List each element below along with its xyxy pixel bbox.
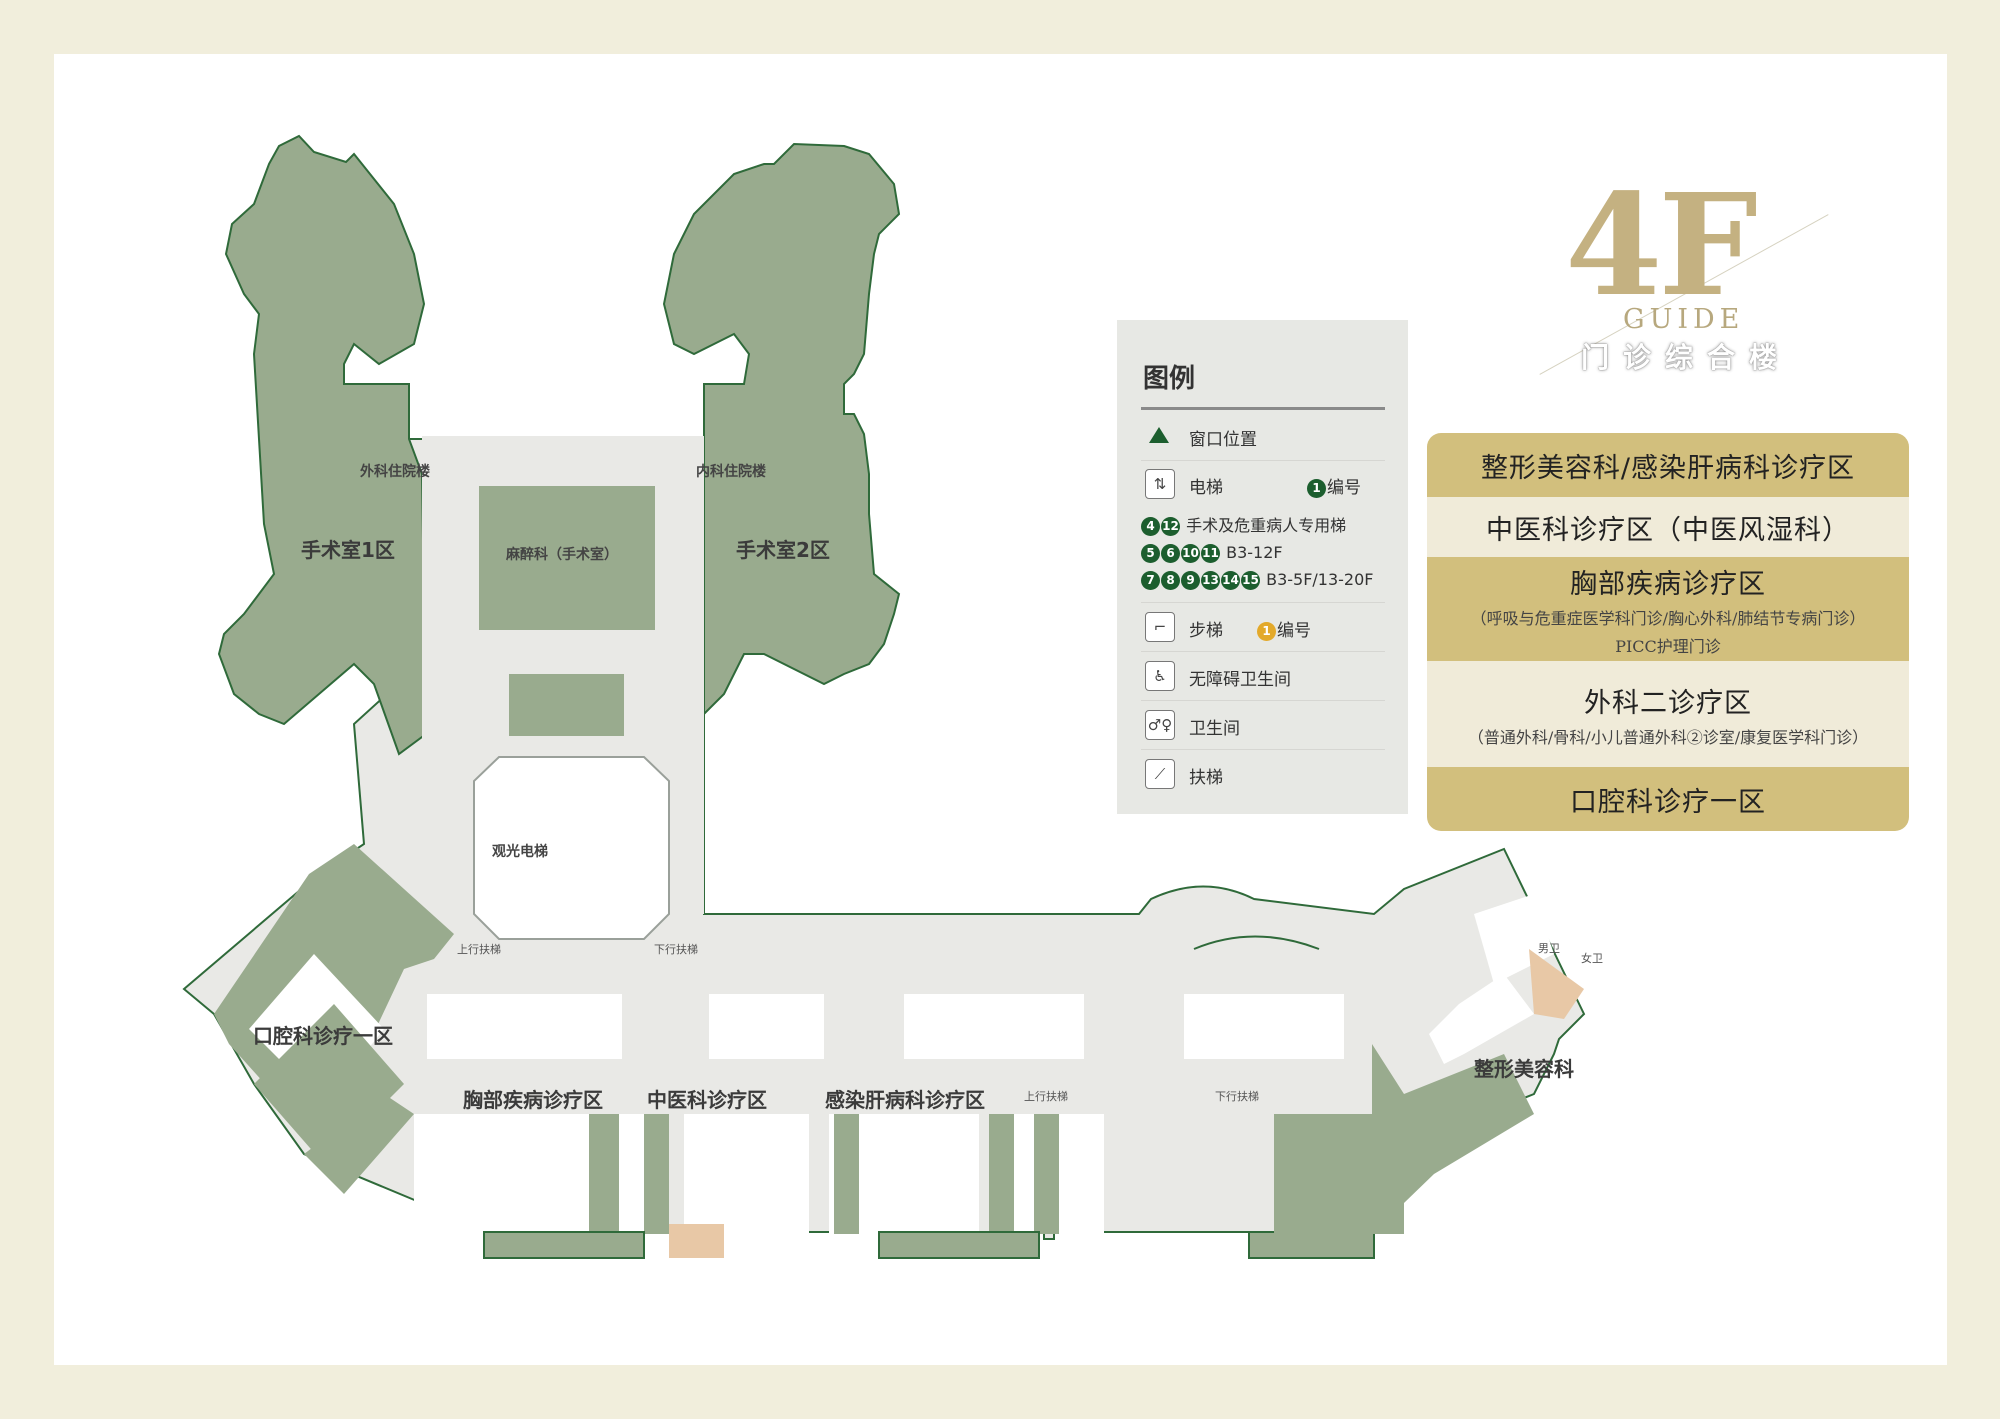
anesthesia-zone bbox=[479, 486, 655, 630]
sightseeing-elevator-label: 观光电梯 bbox=[492, 844, 548, 860]
room-d bbox=[1184, 994, 1344, 1059]
floor-plan bbox=[182, 134, 1586, 1259]
legend-rule bbox=[1141, 407, 1385, 410]
green-strip-4 bbox=[989, 1114, 1014, 1234]
plastic-zone bbox=[1372, 1044, 1534, 1234]
medical-ward-label: 内科住院楼 bbox=[696, 464, 766, 480]
or1-zone bbox=[217, 134, 428, 756]
chest-label: 胸部疾病诊疗区 bbox=[463, 1088, 603, 1112]
lobby-curve bbox=[1193, 935, 1320, 950]
legend-title: 图例 bbox=[1143, 364, 1196, 394]
directory-item-chest: 胸部疾病诊疗区 （呼吸与危重症医学科门诊/胸心外科/肺结节专病门诊） PICC护… bbox=[1427, 557, 1909, 661]
yellow-dot-icon: 1 bbox=[1257, 621, 1276, 641]
or2-zone bbox=[662, 142, 901, 717]
or2-label: 手术室2区 bbox=[736, 538, 830, 562]
legend-wc: ♂♀ 卫生间 bbox=[1141, 701, 1385, 750]
green-strip-3 bbox=[834, 1114, 859, 1234]
escalator-icon: ⟋ bbox=[1145, 759, 1175, 789]
infection-label: 感染肝病科诊疗区 bbox=[825, 1088, 985, 1112]
lower-left-strip bbox=[304, 1094, 414, 1194]
down-escalator-label-2: 下行扶梯 bbox=[1215, 1090, 1259, 1103]
central-core bbox=[509, 674, 624, 736]
floor-brand: 4F GUIDE 门诊综合楼 bbox=[1539, 176, 1829, 384]
window-triangle-icon bbox=[1149, 427, 1169, 443]
stairs-icon: ⌐ bbox=[1145, 612, 1175, 642]
green-dot-icon: 1 bbox=[1307, 478, 1326, 498]
legend-accessible-wc: ♿ 无障碍卫生间 bbox=[1141, 652, 1385, 701]
legend-escalator: ⟋ 扶梯 bbox=[1141, 750, 1385, 798]
plastic-label: 整形美容科 bbox=[1474, 1057, 1574, 1081]
legend-window: 窗口位置 bbox=[1141, 412, 1385, 461]
down-escalator-label-1: 下行扶梯 bbox=[654, 943, 698, 956]
legend-escalator-text: 扶梯 bbox=[1189, 768, 1223, 788]
directory-item-tcm: 中医科诊疗区（中医风湿科） bbox=[1427, 497, 1909, 557]
restroom-icon: ♂♀ bbox=[1145, 710, 1175, 740]
green-strip-5 bbox=[1034, 1114, 1059, 1234]
directory-item-surgery-two: 外科二诊疗区 （普通外科/骨科/小儿普通外科②诊室/康复医学科门诊） bbox=[1427, 661, 1909, 767]
room-a bbox=[427, 994, 622, 1059]
legend-accessible-wc-text: 无障碍卫生间 bbox=[1189, 670, 1291, 690]
room-c bbox=[904, 994, 1084, 1059]
strip-2 bbox=[684, 1114, 809, 1234]
dental-label: 口腔科诊疗一区 bbox=[253, 1024, 393, 1048]
legend-wc-text: 卫生间 bbox=[1189, 719, 1240, 739]
green-strip-1 bbox=[589, 1114, 619, 1234]
female-wc-label: 女卫 bbox=[1581, 952, 1603, 965]
bottom-strip-1 bbox=[483, 1231, 645, 1259]
surgical-ward-label: 外科住院楼 bbox=[360, 464, 430, 480]
right-triangle bbox=[1529, 949, 1584, 1019]
bottom-strip-2 bbox=[878, 1231, 1040, 1259]
atrium bbox=[473, 756, 670, 940]
right-room bbox=[1274, 1114, 1404, 1234]
floor-number: 4F bbox=[1565, 164, 1758, 328]
map-sheet: 手术室1区 手术室2区 麻醉科（手术室） 外科住院楼 内科住院楼 观光电梯 口腔… bbox=[54, 54, 1947, 1365]
guide-text: GUIDE bbox=[1623, 304, 1745, 335]
room-b bbox=[709, 994, 824, 1059]
anesthesia-label: 麻醉科（手术室） bbox=[506, 547, 618, 563]
up-escalator-label-1: 上行扶梯 bbox=[457, 943, 501, 956]
lower-left-block bbox=[254, 1004, 404, 1164]
male-wc-label: 男卫 bbox=[1538, 942, 1560, 955]
tcm-label: 中医科诊疗区 bbox=[647, 1088, 767, 1112]
green-strip-2 bbox=[644, 1114, 669, 1234]
legend-elevator-text: 电梯 bbox=[1189, 478, 1223, 498]
legend-stairs-text: 步梯 bbox=[1189, 621, 1223, 641]
bottom-strip-3 bbox=[1248, 1231, 1375, 1259]
elevator-icon: ⇅ bbox=[1145, 469, 1175, 499]
up-escalator-label-2: 上行扶梯 bbox=[1024, 1090, 1068, 1103]
directory-item-plastic-infection: 整形美容科/感染肝病科诊疗区 bbox=[1427, 433, 1909, 497]
legend-window-text: 窗口位置 bbox=[1189, 430, 1257, 450]
wheelchair-icon: ♿ bbox=[1145, 661, 1175, 691]
department-directory: 整形美容科/感染肝病科诊疗区 中医科诊疗区（中医风湿科） 胸部疾病诊疗区 （呼吸… bbox=[1427, 433, 1909, 831]
or1-label: 手术室1区 bbox=[301, 538, 395, 562]
directory-item-dental: 口腔科诊疗一区 bbox=[1427, 767, 1909, 831]
plastic-room-1 bbox=[1429, 974, 1534, 1064]
building-name: 门诊综合楼 bbox=[1581, 341, 1792, 374]
wc-bottom bbox=[669, 1224, 724, 1258]
